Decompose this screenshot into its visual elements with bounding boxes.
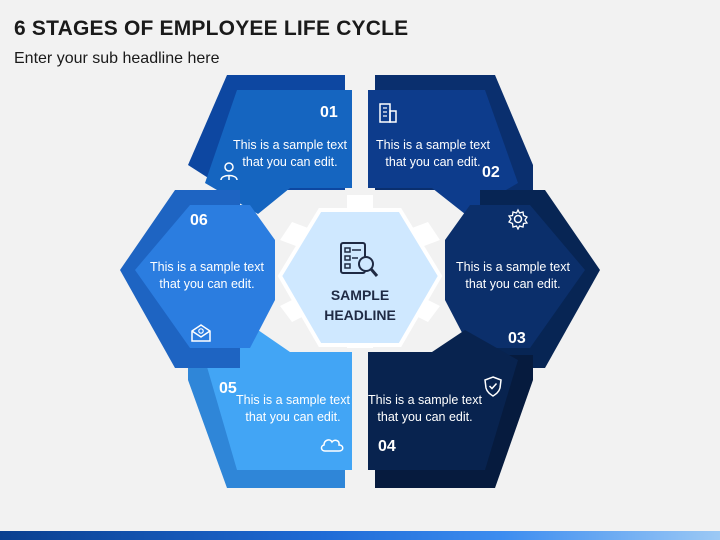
stage-06-segment[interactable] <box>120 190 275 368</box>
stage-05-text: This is a sample text that you can edit. <box>236 393 350 424</box>
stage-04-segment[interactable] <box>368 330 533 488</box>
gear-icon <box>507 208 529 230</box>
stage-04-text: This is a sample text that you can edit. <box>368 393 482 424</box>
stage-06-text: This is a sample text that you can edit. <box>150 260 264 291</box>
stage-03-segment[interactable] <box>445 190 600 368</box>
center-headline-line1: SAMPLE <box>330 287 390 303</box>
center-hexagon[interactable] <box>277 208 443 347</box>
stage-01-face <box>205 90 352 214</box>
stage-03-number: 03 <box>508 330 526 347</box>
stage-05-number: 05 <box>219 380 237 397</box>
envelope-icon <box>191 324 211 342</box>
connector-upper-right <box>412 222 440 246</box>
center-headline-line2: HEADLINE <box>324 307 396 323</box>
page-title: 6 STAGES OF EMPLOYEE LIFE CYCLE <box>14 17 409 40</box>
stage-05-segment[interactable] <box>188 330 352 488</box>
building-icon <box>379 103 397 123</box>
shield-icon <box>484 376 502 397</box>
stage-02-text: This is a sample text that you can edit. <box>376 138 490 169</box>
stage-06-number: 06 <box>190 212 208 229</box>
stage-02-number: 02 <box>482 164 500 181</box>
center-headline: SAMPLE HEADLINE <box>300 285 420 325</box>
stage-02-segment[interactable] <box>368 75 533 214</box>
connector-upper-left <box>280 222 308 246</box>
stage-03-text: This is a sample text that you can edit. <box>456 260 570 291</box>
stage-04-face <box>368 330 518 470</box>
report-search-icon <box>340 242 379 277</box>
cloud-icon <box>320 439 344 452</box>
stage-03-face <box>445 205 585 348</box>
footer-accent-bar <box>0 531 720 540</box>
stage-01-text: This is a sample text that you can edit. <box>233 138 347 169</box>
stage-01-segment[interactable] <box>188 75 352 214</box>
stage-06-face <box>135 205 275 348</box>
stage-01-number: 01 <box>320 104 338 121</box>
stage-02-face <box>368 90 518 214</box>
stage-05-face <box>205 330 352 470</box>
employee-icon <box>220 162 238 181</box>
page-subtitle: Enter your sub headline here <box>14 50 220 67</box>
stage-04-number: 04 <box>378 438 396 455</box>
